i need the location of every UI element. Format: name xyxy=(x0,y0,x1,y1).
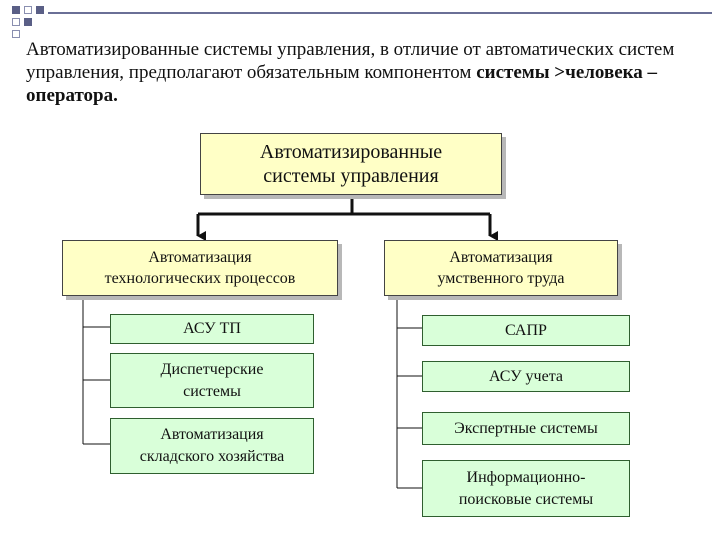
corner-square-icon xyxy=(12,18,20,26)
leaf-dispatch-systems: Диспетчерские системы xyxy=(110,353,314,408)
leaf-line1: Экспертные системы xyxy=(454,419,598,437)
root-line2: системы управления xyxy=(263,165,439,187)
leaf-line1: Информационно- xyxy=(466,468,586,486)
leaf-expert-systems: Экспертные системы xyxy=(422,412,630,445)
leaf-sapr: САПР xyxy=(422,315,630,346)
category-line1: Автоматизация xyxy=(449,249,553,266)
corner-square-icon xyxy=(36,6,44,14)
leaf-asu-accounting: АСУ учета xyxy=(422,361,630,392)
root-node: Автоматизированные системы управления xyxy=(200,133,502,195)
category-line2: умственного труда xyxy=(437,270,565,287)
corner-square-icon xyxy=(12,30,20,38)
category-mental-work: Автоматизация умственного труда xyxy=(384,240,618,296)
leaf-line1: Автоматизация xyxy=(160,426,264,443)
leaf-line1: Диспетчерские xyxy=(160,360,264,378)
leaf-line1: АСУ учета xyxy=(489,367,563,385)
intro-plain: Автоматизированные системы управления, в… xyxy=(26,39,675,83)
intro-text: Автоматизированные системы управления, в… xyxy=(26,38,706,107)
category-tech-processes: Автоматизация технологических процессов xyxy=(62,240,338,296)
leaf-line1: АСУ ТП xyxy=(183,320,241,337)
leaf-line2: складского хозяйства xyxy=(139,448,285,465)
intro-bold: системы >человека – оператора. xyxy=(26,62,658,106)
corner-square-icon xyxy=(12,6,20,14)
leaf-warehouse-automation: Автоматизация складского хозяйства xyxy=(110,418,314,474)
category-line1: Автоматизация xyxy=(148,249,252,266)
corner-square-icon xyxy=(24,18,32,26)
leaf-info-retrieval: Информационно- поисковые системы xyxy=(422,460,630,517)
corner-square-icon xyxy=(24,6,32,14)
leaf-line2: поисковые системы xyxy=(458,490,594,508)
leaf-asu-tp: АСУ ТП xyxy=(110,314,314,344)
leaf-line1: САПР xyxy=(505,321,547,339)
root-line1: Автоматизированные xyxy=(259,141,443,163)
leaf-line2: системы xyxy=(183,382,241,400)
header-rule xyxy=(48,12,712,14)
category-line2: технологических процессов xyxy=(104,270,296,287)
